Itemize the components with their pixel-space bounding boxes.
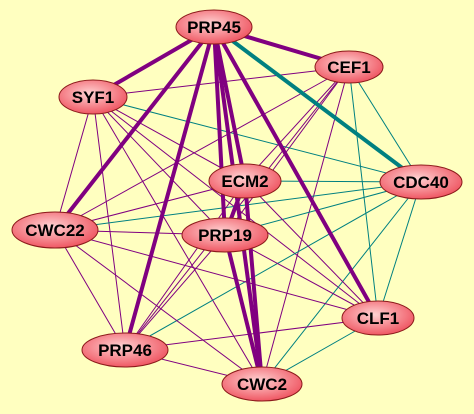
node-label: PRP45 bbox=[187, 18, 241, 37]
edge-cdc40-prp46 bbox=[124, 181, 422, 351]
node-ellipse bbox=[58, 79, 128, 115]
node-label: SYF1 bbox=[72, 88, 115, 107]
edge-syf1-cwc22 bbox=[54, 96, 94, 231]
edge-cef1-prp19 bbox=[224, 66, 350, 236]
edge-cwc22-clf1 bbox=[54, 229, 379, 319]
edge-cdc40-clf1 bbox=[377, 181, 422, 319]
edge-cef1-clf1 bbox=[348, 66, 379, 319]
node-label: CWC2 bbox=[237, 375, 287, 394]
edge-cwc22-prp46 bbox=[54, 229, 126, 351]
node-label: CLF1 bbox=[357, 309, 400, 328]
edge-cef1-ecm2 bbox=[244, 66, 350, 182]
node-clf1[interactable]: CLF1 bbox=[341, 300, 415, 336]
node-ellipse bbox=[341, 300, 415, 336]
node-label: CDC40 bbox=[393, 173, 449, 192]
edge-cef1-cwc22 bbox=[54, 66, 350, 231]
edge-layer bbox=[53, 25, 423, 386]
node-label: PRP46 bbox=[98, 341, 152, 360]
edge-prp19-prp46 bbox=[124, 234, 226, 351]
node-label: CEF1 bbox=[327, 58, 370, 77]
node-cwc22[interactable]: CWC22 bbox=[11, 211, 99, 249]
node-ellipse bbox=[11, 211, 99, 249]
node-ellipse bbox=[208, 163, 282, 199]
node-label: CWC22 bbox=[25, 221, 85, 240]
node-label: ECM2 bbox=[221, 172, 268, 191]
node-cdc40[interactable]: CDC40 bbox=[379, 164, 463, 200]
node-syf1[interactable]: SYF1 bbox=[58, 79, 128, 115]
edge-prp19-cwc2 bbox=[223, 233, 264, 386]
node-cef1[interactable]: CEF1 bbox=[314, 50, 384, 84]
edge-cdc40-cwc2 bbox=[261, 181, 422, 385]
node-ellipse bbox=[221, 366, 303, 402]
edge-prp45-clf1 bbox=[212, 25, 380, 320]
node-prp19[interactable]: PRP19 bbox=[181, 217, 269, 253]
node-ellipse bbox=[175, 9, 253, 45]
node-prp45[interactable]: PRP45 bbox=[175, 9, 253, 45]
node-ecm2[interactable]: ECM2 bbox=[208, 163, 282, 199]
edge-cef1-cdc40 bbox=[348, 66, 422, 183]
edge-syf1-prp46 bbox=[92, 96, 126, 351]
edge-prp45-prp46 bbox=[123, 25, 216, 352]
node-prp46[interactable]: PRP46 bbox=[81, 332, 169, 368]
edge-prp45-cdc40 bbox=[212, 25, 423, 184]
node-label: PRP19 bbox=[198, 226, 252, 245]
edge-prp45-prp19 bbox=[212, 25, 227, 237]
node-ellipse bbox=[181, 217, 269, 253]
edge-syf1-prp19 bbox=[92, 96, 226, 236]
edge-cwc22-cwc2 bbox=[54, 229, 263, 385]
edge-ecm2-cwc2 bbox=[243, 179, 264, 386]
edge-prp45-cwc22 bbox=[53, 25, 216, 232]
node-cwc2[interactable]: CWC2 bbox=[221, 366, 303, 402]
node-ellipse bbox=[314, 50, 384, 84]
edge-ecm2-clf1 bbox=[244, 180, 379, 319]
node-ellipse bbox=[81, 332, 169, 368]
node-ellipse bbox=[379, 164, 463, 200]
